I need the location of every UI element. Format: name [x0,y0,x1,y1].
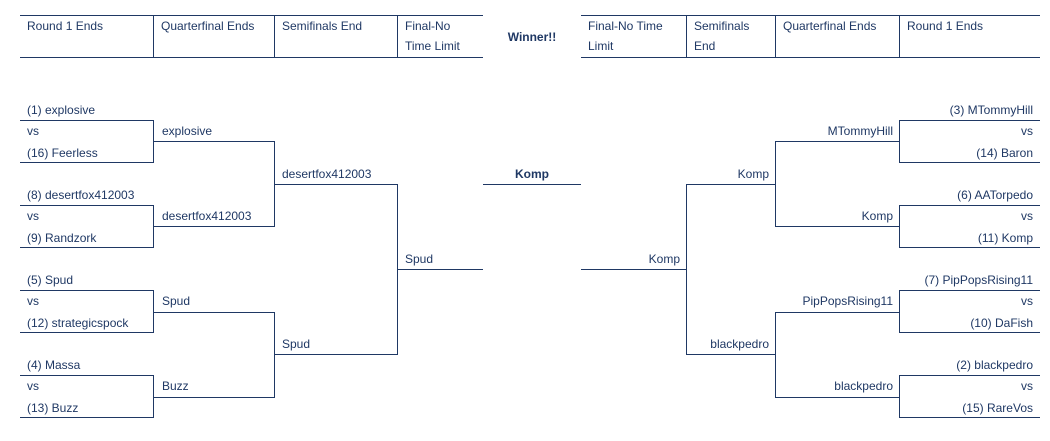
left-sf-winner: Spud [282,337,311,351]
left-r1-team: (4) Massa [27,358,81,372]
right-final-winner: Komp [648,252,680,266]
right-r1-team: (6) AATorpedo [957,188,1033,202]
right-sf-winner: blackpedro [710,337,769,351]
left-r1-match-3-line [20,290,154,333]
right-r1-team: (7) PipPopsRising11 [924,273,1034,287]
right-qf-winner: PipPopsRising11 [802,294,894,308]
left-r1-match-4-line [20,375,154,418]
left-final-winner: Spud [405,252,434,266]
header-semifinal-right: Semifinals End [694,19,750,53]
header-quarterfinal-left: Quarterfinal Ends [161,19,255,33]
header-round1-left: Round 1 Ends [27,19,104,33]
right-r1-team: (11) Komp [977,231,1033,245]
right-sf-match-line [686,184,776,355]
left-r1-team: (9) Randzork [27,231,97,245]
right-qf-winner: blackpedro [834,379,893,393]
left-qf-winner: desertfox412003 [162,209,252,223]
left-r1-team: (12) strategicspock [27,316,129,330]
right-r1-team: (2) blackpedro [956,358,1033,372]
left-sf-winner: desertfox412003 [282,167,372,181]
header-semifinal-left: Semifinals End [282,19,363,33]
vs-label: vs [1021,209,1033,223]
left-r1-team: (1) explosive [27,103,96,117]
header-grid-left [20,15,483,58]
header-quarterfinal-right: Quarterfinal Ends [783,19,877,33]
left-r1-team: (16) Feerless [27,146,98,160]
left-r1-team: (8) desertfox412003 [27,188,135,202]
header-final-right: Final-No Time Limit [588,19,663,53]
left-qf-winner: Buzz [162,379,189,393]
header-grid-right [581,15,1040,58]
left-r1-team: (5) Spud [27,273,74,287]
vs-label: vs [27,124,39,138]
right-r1-team: (3) MTommyHill [949,103,1033,117]
right-r1-team: (14) Baron [976,146,1033,160]
right-qf-winner: MTommyHill [827,124,893,138]
left-r1-team: (13) Buzz [27,401,79,415]
header-winner: Winner!! [507,30,557,44]
right-qf-winner: Komp [861,209,893,223]
vs-label: vs [1021,294,1033,308]
right-sf-winner: Komp [737,167,769,181]
right-r1-team: (15) RareVos [962,401,1033,415]
vs-label: vs [1021,124,1033,138]
tournament-winner: Komp [515,167,549,181]
left-qf-winner: Spud [162,294,191,308]
left-sf-match-line [274,184,398,355]
left-qf-winner: explosive [162,124,213,138]
right-r1-match-4-line [899,375,1040,418]
right-r1-match-3-line [899,290,1040,333]
vs-label: vs [1021,379,1033,393]
vs-label: vs [27,379,39,393]
vs-label: vs [27,209,39,223]
right-r1-team: (10) DaFish [970,316,1033,330]
header-round1-right: Round 1 Ends [907,19,984,33]
vs-label: vs [27,294,39,308]
header-final-left: Final-No Time Limit [405,19,460,53]
